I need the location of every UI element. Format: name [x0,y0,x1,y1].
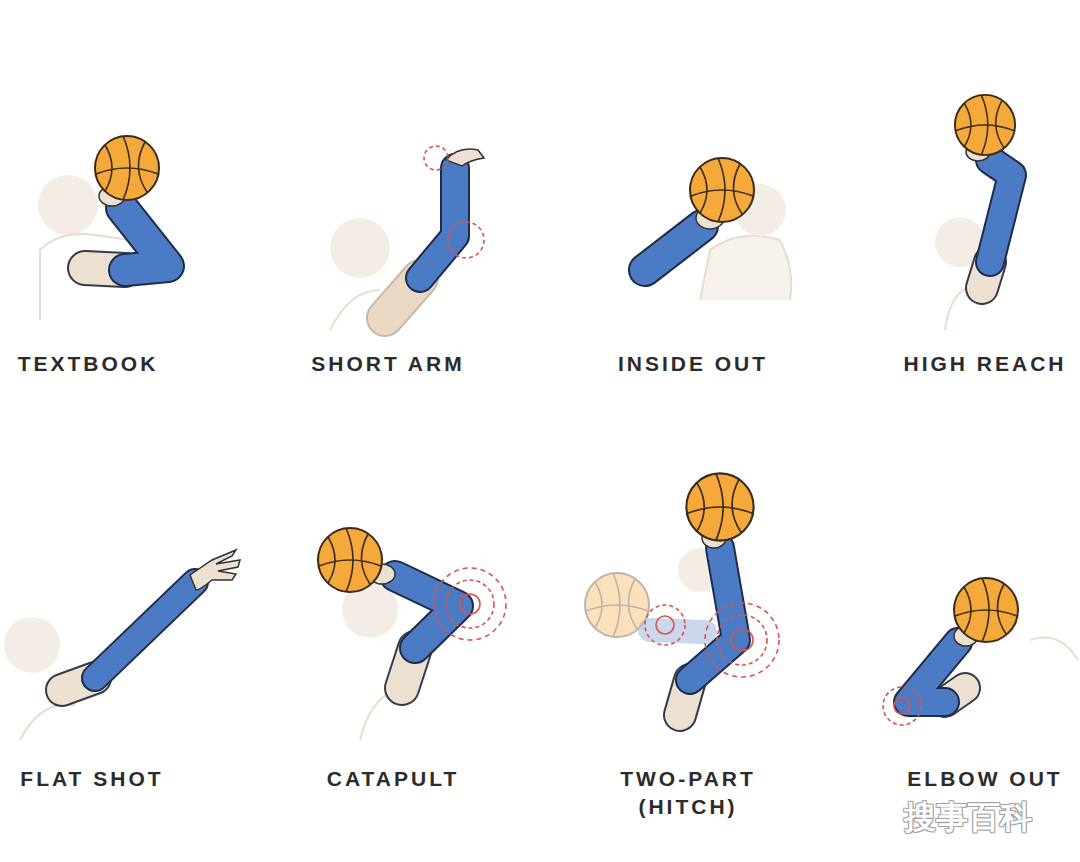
form-label: TWO-PART (HITCH) [603,765,773,822]
short-arm-figure [330,146,484,330]
form-label: SHORT ARM [311,350,464,378]
two-part-hitch-figure [585,473,779,715]
high-reach-figure [935,95,1015,330]
textbook-figure [38,136,168,320]
form-label: HIGH REACH [903,350,1066,378]
inside-out-figure [645,158,791,300]
catapult-figure [318,528,506,740]
form-label: CATAPULT [327,765,459,793]
form-label: TEXTBOOK [18,350,159,378]
flat-shot-figure [4,550,240,740]
form-label: FLAT SHOT [20,765,163,793]
watermark: 搜事百科 [904,796,1032,840]
form-label: INSIDE OUT [618,350,768,378]
elbow-out-figure [883,578,1078,725]
form-label: ELBOW OUT [907,765,1062,793]
